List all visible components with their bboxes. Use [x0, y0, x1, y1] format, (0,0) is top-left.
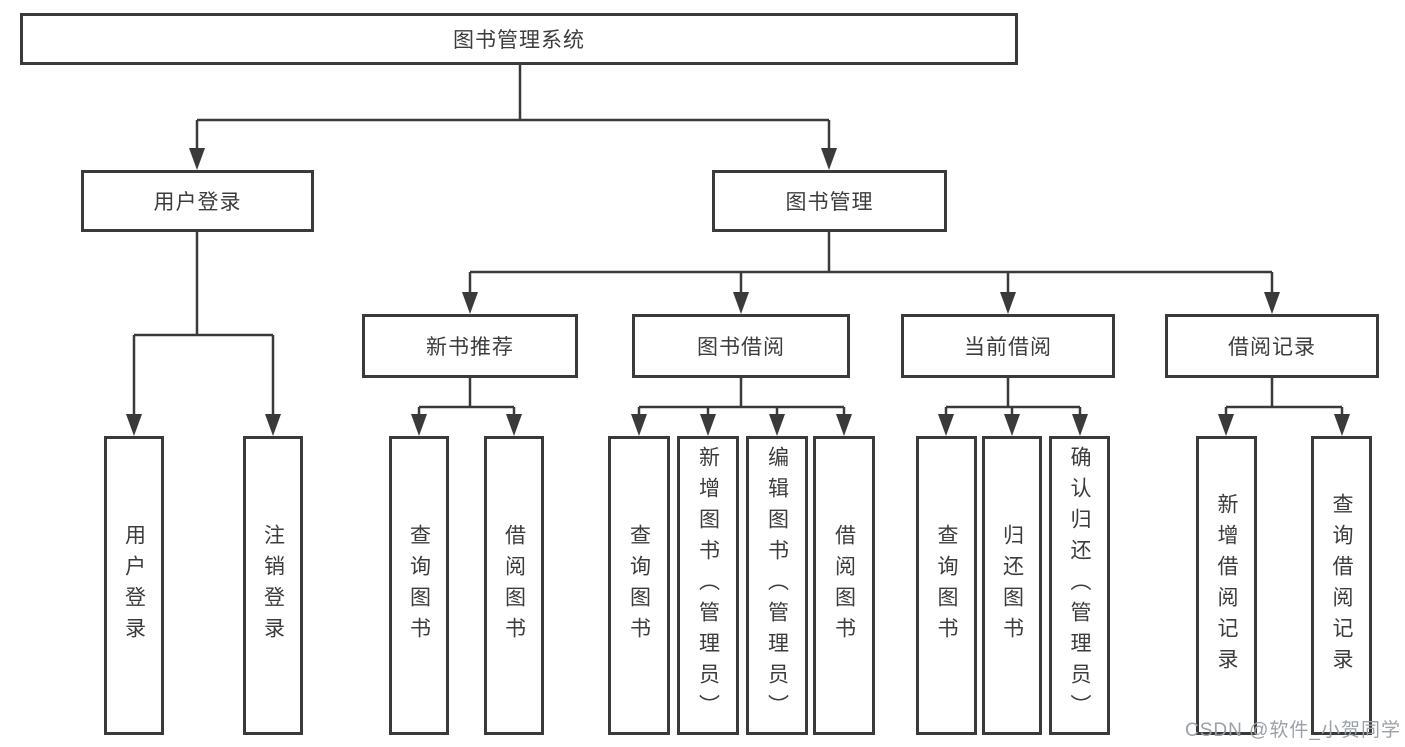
leaf-borrow-edit: 编辑图书（管理员） — [746, 436, 808, 735]
leaf-records-add-label: 新增借阅记录 — [1215, 492, 1238, 679]
node-book-borrow-label: 图书借阅 — [697, 336, 785, 359]
leaf-user-login-label: 用户登录 — [122, 523, 146, 648]
node-user-login-label: 用户登录 — [153, 191, 242, 214]
node-borrow-records: 借阅记录 — [1165, 314, 1379, 378]
node-root: 图书管理系统 — [20, 13, 1018, 65]
leaf-logout: 注销登录 — [243, 436, 303, 735]
leaf-borrow-add: 新增图书（管理员） — [677, 436, 739, 735]
node-user-login: 用户登录 — [81, 170, 314, 232]
node-current-borrow: 当前借阅 — [901, 314, 1115, 378]
leaf-records-query: 查询借阅记录 — [1311, 436, 1372, 735]
leaf-borrow-add-label: 新增图书（管理员） — [696, 446, 720, 725]
leaf-user-login: 用户登录 — [104, 436, 164, 735]
watermark: CSDN @软件_小贺同学 — [1185, 720, 1401, 741]
leaf-borrow-borrow: 借阅图书 — [813, 436, 875, 735]
leaf-newbooks-query-label: 查询图书 — [407, 523, 431, 648]
arrowheads — [126, 148, 1350, 436]
node-borrow-records-label: 借阅记录 — [1228, 336, 1316, 359]
leaf-current-return: 归还图书 — [982, 436, 1042, 735]
leaf-newbooks-borrow: 借阅图书 — [484, 436, 544, 735]
leaf-current-return-label: 归还图书 — [1000, 523, 1024, 648]
leaf-current-query-label: 查询图书 — [935, 523, 958, 648]
leaf-borrow-edit-label: 编辑图书（管理员） — [765, 446, 789, 725]
node-book-borrow: 图书借阅 — [632, 314, 850, 378]
leaf-current-confirm-label: 确认归还（管理员） — [1068, 446, 1091, 725]
node-new-books-label: 新书推荐 — [426, 336, 514, 359]
leaf-borrow-borrow-label: 借阅图书 — [832, 523, 856, 648]
leaf-current-query: 查询图书 — [916, 436, 977, 735]
leaf-newbooks-borrow-label: 借阅图书 — [502, 523, 526, 648]
node-new-books: 新书推荐 — [362, 314, 578, 378]
node-book-mgmt: 图书管理 — [712, 170, 947, 232]
node-current-borrow-label: 当前借阅 — [964, 336, 1052, 359]
leaf-logout-label: 注销登录 — [261, 523, 285, 648]
node-book-mgmt-label: 图书管理 — [785, 191, 874, 214]
leaf-records-add: 新增借阅记录 — [1196, 436, 1257, 735]
leaf-borrow-query-label: 查询图书 — [627, 523, 651, 648]
node-root-label: 图书管理系统 — [453, 29, 585, 52]
leaf-records-query-label: 查询借阅记录 — [1330, 492, 1353, 679]
leaf-borrow-query: 查询图书 — [608, 436, 670, 735]
leaf-current-confirm: 确认归还（管理员） — [1049, 436, 1110, 735]
leaf-newbooks-query: 查询图书 — [389, 436, 449, 735]
